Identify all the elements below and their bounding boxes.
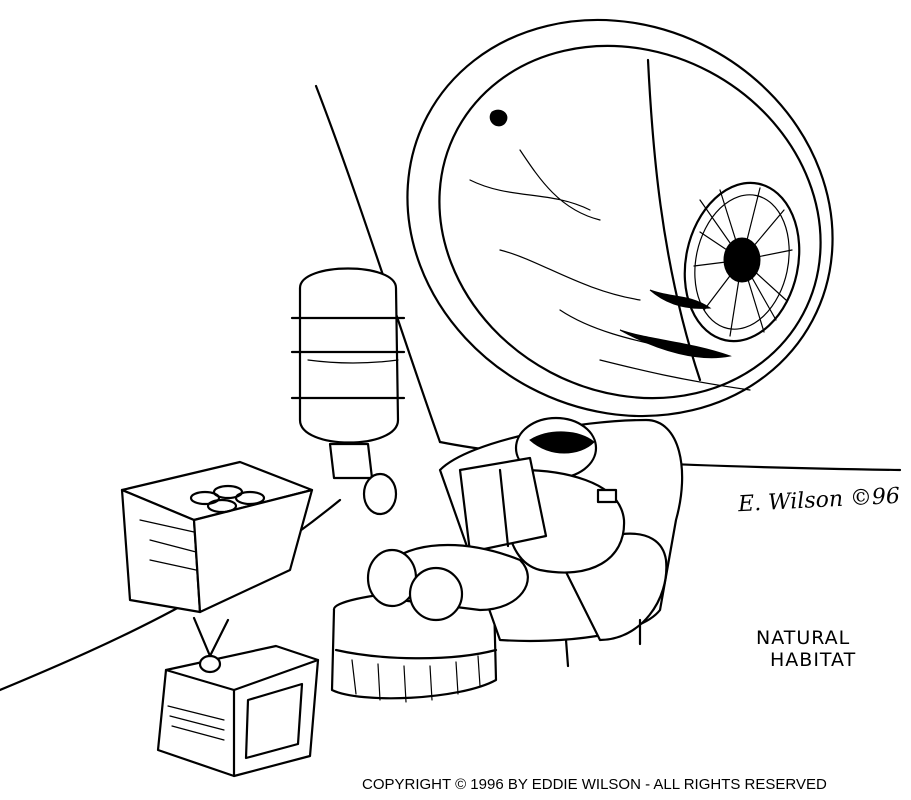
eye-iris xyxy=(683,181,801,343)
ottoman xyxy=(330,589,498,703)
television xyxy=(156,616,320,778)
water-cooler xyxy=(290,267,406,516)
earth-window xyxy=(406,18,834,418)
caption-line-2: HABITAT xyxy=(770,648,857,671)
astronaut xyxy=(366,416,626,622)
caption-line-1: NATURAL xyxy=(756,627,851,649)
ice-tray xyxy=(120,460,314,614)
cartoon-caption: NATURAL HABITAT xyxy=(756,627,906,672)
copyright-notice: COPYRIGHT © 1996 BY EDDIE WILSON - ALL R… xyxy=(362,776,827,793)
